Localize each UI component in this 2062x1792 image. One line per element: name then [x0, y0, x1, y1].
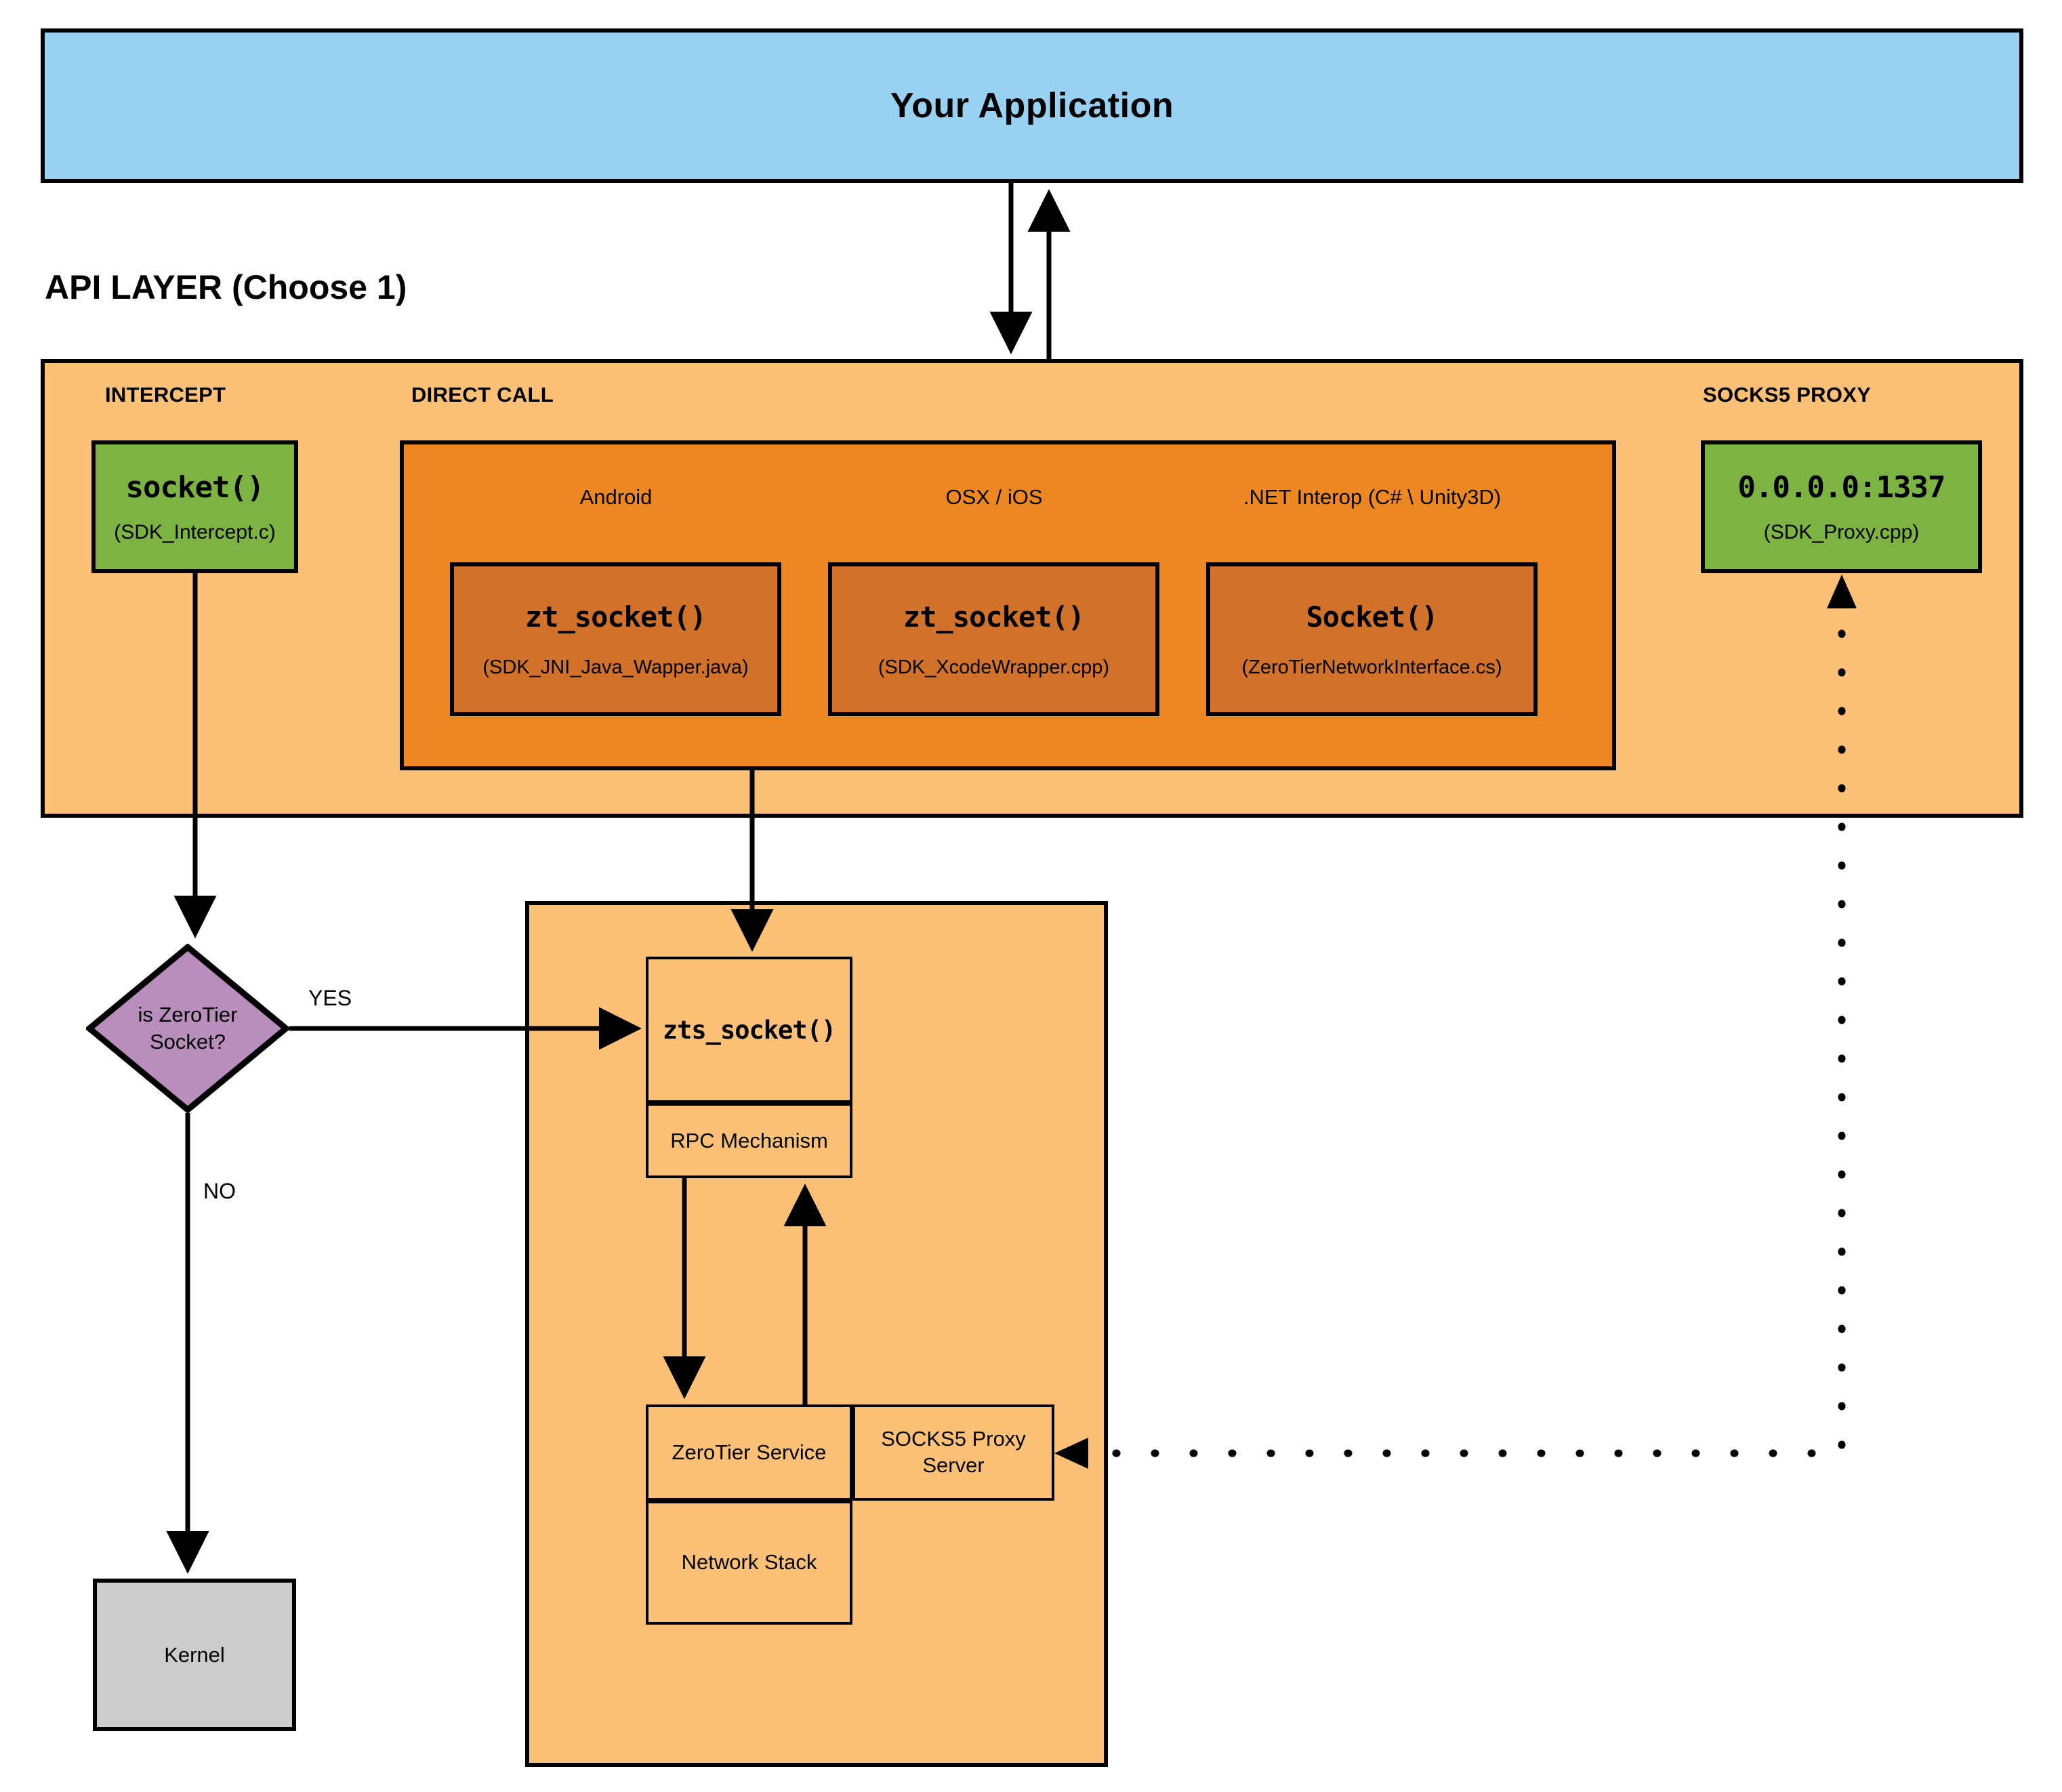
your-application-label: Your Application	[890, 86, 1174, 125]
platform-label-android: Android	[579, 485, 653, 509]
api-layer-caption: API LAYER (Choose 1)	[45, 268, 407, 306]
platform-box-dotnet-interop[interactable]: Socket() (ZeroTierNetworkInterface.cs)	[1206, 562, 1538, 716]
is-zerotier-socket-decision[interactable]: is ZeroTier Socket?	[86, 944, 289, 1113]
platform-label-osx-ios: OSX / iOS	[945, 485, 1043, 509]
your-application-box: Your Application	[41, 28, 2023, 183]
section-title-direct-call: DIRECT CALL	[411, 383, 554, 407]
intercept-socket-call: socket()	[125, 470, 265, 505]
socks5-proxy-source: (SDK_Proxy.cpp)	[1763, 520, 1920, 543]
socks5-proxy-address-box[interactable]: 0.0.0.0:1337 (SDK_Proxy.cpp)	[1701, 440, 1982, 573]
platform-box-android[interactable]: zt_socket() (SDK_JNI_Java_Wapper.java)	[450, 562, 781, 716]
platform-source-osx-ios: (SDK_XcodeWrapper.cpp)	[878, 656, 1110, 678]
platform-label-dotnet-interop: .NET Interop (C# \ Unity3D)	[1243, 485, 1502, 509]
edge-label-yes: YES	[308, 986, 352, 1010]
socks5-proxy-server-box[interactable]: SOCKS5 Proxy Server	[852, 1404, 1054, 1501]
socks5-proxy-server-line2: Server	[922, 1453, 985, 1477]
socks5-proxy-server-line1: SOCKS5 Proxy	[881, 1427, 1026, 1451]
zts-socket-box[interactable]: zts_socket()	[646, 957, 852, 1103]
section-title-intercept: INTERCEPT	[105, 383, 226, 407]
platform-call-android: zt_socket()	[524, 600, 707, 633]
diamond-shape-icon	[86, 944, 289, 1113]
zts-socket-call: zts_socket()	[662, 1015, 836, 1045]
network-stack-label: Network Stack	[681, 1550, 817, 1575]
network-stack-box[interactable]: Network Stack	[646, 1501, 852, 1625]
platform-source-dotnet-interop: (ZeroTierNetworkInterface.cs)	[1241, 656, 1502, 678]
socks5-proxy-address: 0.0.0.0:1337	[1737, 470, 1946, 505]
kernel-box[interactable]: Kernel	[93, 1579, 296, 1731]
platform-box-osx-ios[interactable]: zt_socket() (SDK_XcodeWrapper.cpp)	[828, 562, 1159, 716]
section-title-socks5-proxy: SOCKS5 PROXY	[1703, 383, 1872, 407]
rpc-mechanism-label: RPC Mechanism	[670, 1128, 828, 1152]
intercept-socket-source: (SDK_Intercept.c)	[114, 520, 276, 543]
socks5-proxy-server-label: SOCKS5 Proxy Server	[881, 1426, 1026, 1479]
platform-call-osx-ios: zt_socket()	[903, 600, 1085, 633]
intercept-socket-box[interactable]: socket() (SDK_Intercept.c)	[91, 440, 298, 573]
platform-call-dotnet-interop: Socket()	[1306, 600, 1438, 633]
edge-label-no: NO	[203, 1179, 236, 1203]
kernel-label: Kernel	[164, 1642, 225, 1667]
platform-source-android: (SDK_JNI_Java_Wapper.java)	[482, 656, 749, 678]
zerotier-service-label: ZeroTier Service	[672, 1440, 827, 1464]
rpc-mechanism-box[interactable]: RPC Mechanism	[646, 1103, 852, 1178]
zerotier-service-box[interactable]: ZeroTier Service	[646, 1404, 852, 1501]
